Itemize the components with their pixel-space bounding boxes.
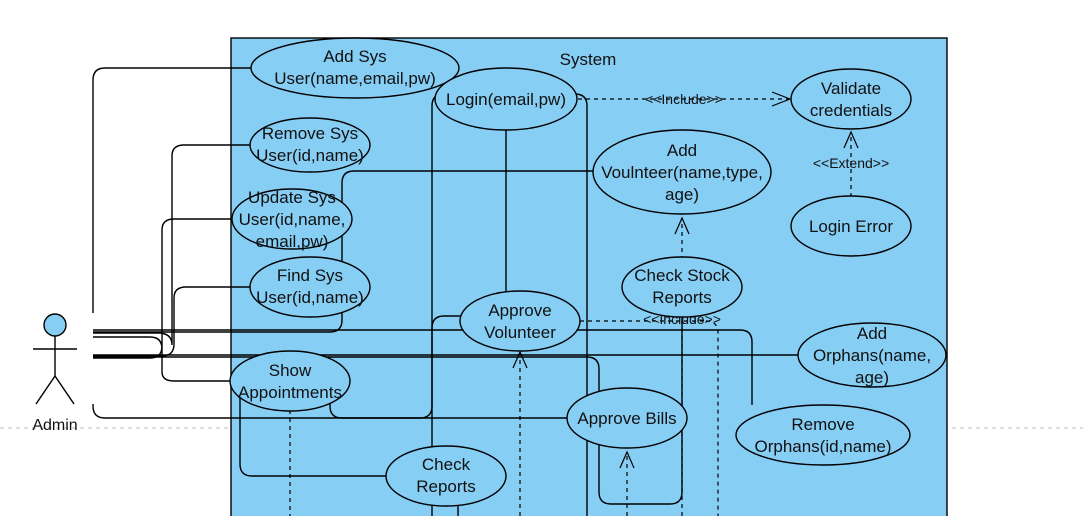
use-case-login[interactable]: Login(email,pw)	[434, 67, 578, 131]
use-case-label: Remove	[791, 415, 854, 434]
actor-head	[43, 313, 67, 337]
extend-label: <<Extend>>	[813, 155, 889, 171]
use-case-approve-volunteer[interactable]: Approve Volunteer	[459, 290, 581, 352]
system-label: System	[560, 50, 617, 69]
use-case-add-volunteer[interactable]: Add Voulnteer(name,type, age)	[592, 129, 772, 215]
use-case-label: Show	[269, 361, 312, 380]
use-case-update-sys-user[interactable]: Update Sys User(id,name, email,pw)	[231, 188, 353, 251]
use-case-label: email,pw)	[256, 232, 329, 251]
use-case-label: Login(email,pw)	[446, 90, 566, 109]
use-case-label: Check Stock	[634, 266, 730, 285]
use-case-approve-bills[interactable]: Approve Bills	[566, 387, 688, 449]
use-case-label: Check	[422, 455, 471, 474]
use-case-login-error[interactable]: Login Error	[790, 195, 912, 257]
actor-label: Admin	[32, 417, 77, 434]
use-case-label: Orphans(id,name)	[754, 437, 891, 456]
use-case-label: Reports	[652, 288, 712, 307]
use-case-label: Login Error	[809, 217, 893, 236]
use-case-check-reports[interactable]: Check Reports	[385, 445, 507, 507]
use-case-label: credentials	[810, 101, 892, 120]
use-case-label: age)	[855, 368, 889, 387]
use-case-remove-sys-user[interactable]: Remove Sys User(id,name)	[249, 117, 371, 173]
use-case-add-orphans[interactable]: Add Orphans(name, age)	[797, 322, 947, 388]
use-case-label: Update Sys	[248, 188, 336, 207]
use-case-label: Approve Bills	[577, 409, 676, 428]
use-case-add-sys-user[interactable]: Add Sys User(name,email,pw)	[250, 37, 460, 99]
use-case-label: age)	[665, 185, 699, 204]
use-case-label: Add Sys	[323, 47, 386, 66]
use-case-remove-orphans[interactable]: Remove Orphans(id,name)	[735, 404, 911, 466]
include-label-login-validate: <<Include>>	[645, 91, 723, 107]
use-case-label: Volunteer	[484, 323, 556, 342]
use-case-label: Reports	[416, 477, 476, 496]
use-case-show-appointments[interactable]: Show Appointments	[229, 350, 351, 412]
use-case-label: Find Sys	[277, 266, 343, 285]
use-case-label: User(name,email,pw)	[274, 69, 436, 88]
use-case-label: Validate	[821, 79, 881, 98]
use-case-label: Approve	[488, 301, 551, 320]
use-case-label: Orphans(name,	[813, 346, 931, 365]
use-case-label: Voulnteer(name,type,	[601, 163, 763, 182]
use-case-validate-credentials[interactable]: Validate credentials	[790, 68, 912, 130]
use-case-label: Appointments	[238, 383, 342, 402]
use-case-label: Remove Sys	[262, 124, 358, 143]
use-case-label: User(id,name)	[256, 146, 364, 165]
use-case-label: User(id,name,	[239, 210, 346, 229]
use-case-find-sys-user[interactable]: Find Sys User(id,name)	[249, 256, 371, 318]
use-case-check-stock-reports[interactable]: Check Stock Reports	[621, 256, 743, 318]
actor-admin[interactable]: Admin	[32, 313, 78, 434]
use-case-label: Add	[857, 324, 887, 343]
use-case-label: Add	[667, 141, 697, 160]
use-case-label: User(id,name)	[256, 288, 364, 307]
